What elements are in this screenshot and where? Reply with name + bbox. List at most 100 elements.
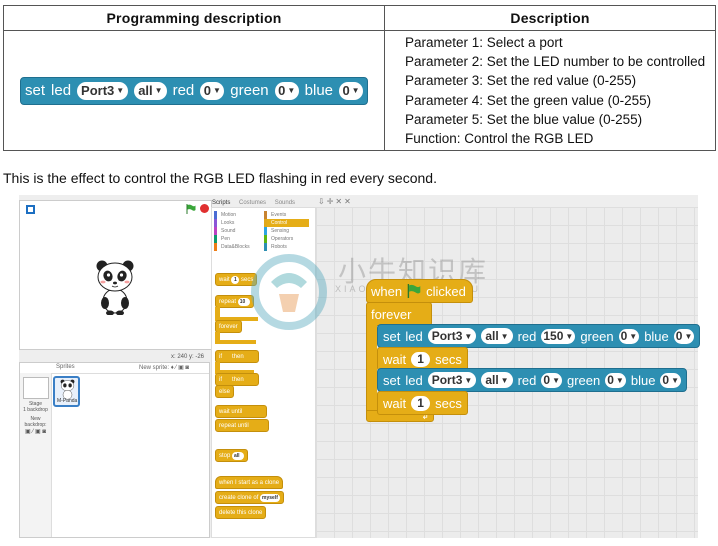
category-list: Motion Looks Sound Pen Data&Blocks Event… — [214, 211, 312, 259]
green-label: green — [230, 82, 269, 99]
dropdown-arrow-icon: ▼ — [212, 86, 221, 95]
intro-text: This is the effect to control the RGB LE… — [3, 170, 437, 186]
stage-label: Stage 1 backdrop — [23, 401, 48, 413]
dropdown-arrow-icon: ▼ — [154, 86, 163, 95]
palette-repeat-block[interactable]: repeat 10 — [215, 295, 254, 308]
category-robots[interactable]: Robots — [264, 243, 309, 251]
forever-arm — [366, 323, 377, 413]
green-value-input[interactable]: 0▼ — [605, 372, 626, 388]
forever-block[interactable]: forever — [366, 302, 432, 326]
palette-if-then-block[interactable]: if then — [215, 350, 259, 363]
red-value-input[interactable]: 0▼ — [200, 81, 225, 100]
led-number-dropdown[interactable]: all▼ — [134, 81, 167, 100]
category-looks[interactable]: Looks — [214, 219, 263, 227]
set-led-block-1[interactable]: set led Port3▼ all▼ red 150▼ green 0▼ bl… — [377, 324, 701, 348]
category-data-blocks[interactable]: Data&Blocks — [214, 243, 263, 251]
backdrop-tool-icons[interactable]: ▣ ⁄ ▣ ◙ — [25, 429, 46, 435]
stage-thumbnail[interactable] — [22, 377, 49, 399]
set-label: set — [25, 82, 46, 99]
palette-else-label: else — [215, 385, 235, 398]
wait-block-2[interactable]: wait 1 secs — [377, 391, 468, 415]
mouse-coordinates: x: 240 y: -26 — [171, 354, 205, 360]
dropdown-arrow-icon: ▼ — [629, 331, 638, 341]
blue-value-input[interactable]: 0▼ — [660, 372, 682, 388]
wait-block-1[interactable]: wait 1 secs — [377, 347, 468, 371]
dropdown-arrow-icon: ▼ — [671, 375, 680, 385]
set-led-block-2[interactable]: set led Port3▼ all▼ red 0▼ green 0▼ blue… — [377, 368, 688, 392]
palette-delete-clone-block[interactable]: delete this clone — [215, 506, 267, 519]
palette-repeat-until-block[interactable]: repeat until — [215, 419, 269, 432]
palette-forever-block[interactable]: forever — [215, 320, 242, 333]
new-sprite-label: New sprite: ♦ ⁄ ▣ ◙ — [139, 365, 190, 371]
category-motion[interactable]: Motion — [214, 211, 263, 219]
set-led-block[interactable]: set led Port3▼ all▼ red 0▼ green 0▼ blue… — [20, 76, 369, 105]
led-number-dropdown[interactable]: all▼ — [481, 328, 513, 344]
stage[interactable] — [19, 200, 212, 350]
tab-sounds[interactable]: Sounds — [274, 200, 296, 206]
sprite-name: M-Panda — [57, 398, 78, 404]
stage-toolbar — [20, 201, 211, 219]
dropdown-arrow-icon: ▼ — [351, 86, 360, 95]
red-value-input[interactable]: 0▼ — [541, 372, 562, 388]
paint-icons[interactable]: ♦ ⁄ ▣ ◙ — [170, 365, 190, 371]
sprite-thumbnail[interactable]: M-Panda — [53, 376, 80, 407]
green-value-input[interactable]: 0▼ — [274, 81, 299, 100]
green-flag-icon[interactable] — [186, 204, 196, 214]
red-label: red — [172, 82, 195, 99]
mblock-editor-screenshot: x: 240 y: -26 Sprites New sprite: ♦ ⁄ ▣ … — [19, 195, 701, 538]
dropdown-arrow-icon: ▼ — [500, 331, 509, 341]
category-operators[interactable]: Operators — [264, 235, 309, 243]
tab-scripts[interactable]: Scripts — [212, 200, 231, 206]
category-control[interactable]: Control — [264, 219, 309, 227]
description-table: Programming description Description set … — [3, 5, 716, 151]
tab-costumes[interactable]: Costumes — [239, 200, 267, 206]
description-cell: Parameter 1: Select a port Parameter 2: … — [384, 30, 716, 151]
param-4-text: Parameter 4: Set the green value (0-255) — [405, 92, 652, 108]
palette-repeat-arm — [215, 307, 258, 321]
wait-seconds-input[interactable]: 1 — [411, 395, 431, 411]
port-dropdown[interactable]: Port3▼ — [427, 328, 477, 344]
when-flag-clicked-block[interactable]: when clicked — [366, 279, 473, 303]
green-flag-icon — [407, 284, 421, 298]
sprites-label: Sprites — [56, 364, 75, 370]
palette-stop-block[interactable]: stop all — [215, 449, 249, 462]
blue-value-input[interactable]: 0▼ — [673, 328, 695, 344]
dropdown-arrow-icon: ▼ — [464, 331, 473, 341]
port-dropdown[interactable]: Port3▼ — [77, 81, 129, 100]
block-palette: Motion Looks Sound Pen Data&Blocks Event… — [211, 207, 316, 538]
palette-if-else-block[interactable]: if then — [215, 373, 259, 386]
dropdown-arrow-icon: ▼ — [116, 86, 125, 95]
dropdown-arrow-icon: ▼ — [500, 375, 509, 385]
param-5-text: Parameter 5: Set the blue value (0-255) — [405, 111, 643, 127]
dropdown-arrow-icon: ▼ — [565, 331, 574, 341]
param-2-text: Parameter 2: Set the LED number to be co… — [405, 53, 706, 69]
table-header-description: Description — [384, 5, 716, 31]
palette-when-clone-block[interactable]: when I start as a clone — [215, 476, 284, 489]
function-text: Function: Control the RGB LED — [405, 131, 594, 147]
sprites-header: Sprites New sprite: ♦ ⁄ ▣ ◙ — [20, 363, 209, 374]
category-events[interactable]: Events — [264, 211, 309, 219]
palette-forever-arm — [215, 332, 256, 344]
param-3-text: Parameter 3: Set the red value (0-255) — [405, 73, 637, 89]
blue-label: blue — [304, 82, 334, 99]
panda-sprite[interactable] — [94, 259, 136, 315]
green-value-input[interactable]: 0▼ — [618, 328, 640, 344]
blue-value-input[interactable]: 0▼ — [339, 81, 364, 100]
category-pen[interactable]: Pen — [214, 235, 263, 243]
palette-create-clone-block[interactable]: create clone of myself — [215, 491, 284, 504]
palette-wait-block[interactable]: wait 1 secs — [215, 273, 258, 286]
led-number-dropdown[interactable]: all▼ — [481, 372, 513, 388]
wait-seconds-input[interactable]: 1 — [411, 351, 431, 367]
script-tool-icons[interactable]: ⇩✛✕✕ — [318, 197, 353, 206]
category-sensing[interactable]: Sensing — [264, 227, 309, 235]
panda-thumb-icon — [60, 379, 75, 400]
stop-icon[interactable] — [200, 204, 209, 213]
port-dropdown[interactable]: Port3▼ — [427, 372, 477, 388]
fullscreen-icon[interactable] — [26, 205, 35, 214]
dropdown-arrow-icon: ▼ — [684, 331, 693, 341]
editor-tabs: Scripts Costumes Sounds — [212, 200, 312, 210]
category-sound[interactable]: Sound — [214, 227, 263, 235]
stage-column[interactable]: Stage 1 backdrop New backdrop: ▣ ⁄ ▣ ◙ — [20, 373, 52, 537]
red-value-input[interactable]: 150▼ — [541, 328, 576, 344]
palette-wait-until-block[interactable]: wait until — [215, 405, 267, 418]
